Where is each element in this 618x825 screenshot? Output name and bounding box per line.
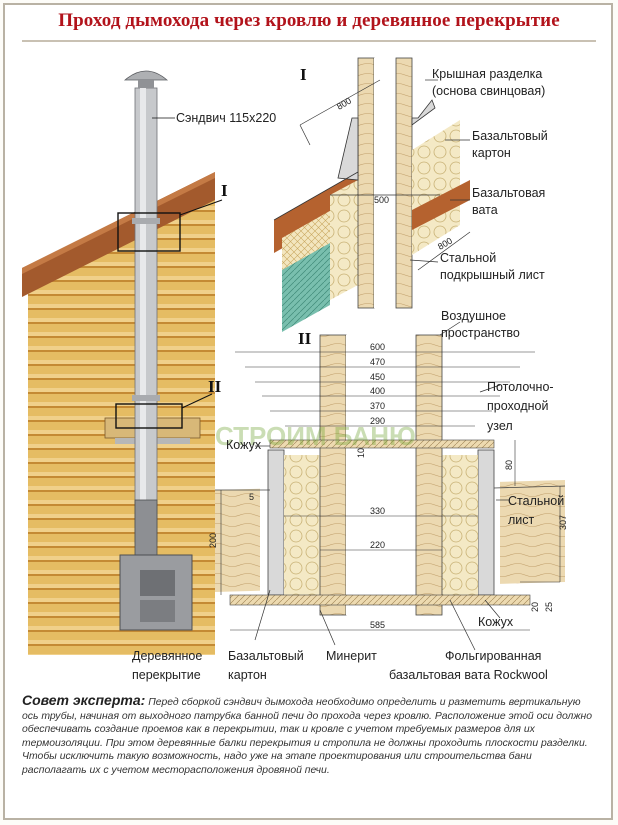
title-underline bbox=[22, 40, 596, 42]
pipe-wall-right-2 bbox=[415, 334, 443, 616]
svg-text:узел: узел bbox=[487, 419, 513, 433]
dim-800-top: 800 bbox=[335, 96, 353, 112]
label-air-gap: Воздушное bbox=[441, 309, 506, 323]
insulation-green bbox=[282, 243, 330, 332]
advice-text: Перед сборкой сэндвич дымохода необходим… bbox=[22, 697, 593, 776]
svg-text:лист: лист bbox=[508, 513, 535, 527]
detail-1-heading: I bbox=[300, 65, 307, 84]
svg-text:подкрышный лист: подкрышный лист bbox=[440, 268, 545, 282]
dim-290: 290 bbox=[370, 416, 385, 426]
svg-text:(основа свинцовая): (основа свинцовая) bbox=[432, 84, 545, 98]
label-steel-roof-sheet: Стальной bbox=[440, 251, 496, 265]
label-foil-wool: Фольгированная bbox=[445, 649, 541, 663]
expert-advice: Совет эксперта: Перед сборкой сэндвич ды… bbox=[22, 692, 596, 778]
dim-25: 25 bbox=[544, 602, 554, 612]
dim-400: 400 bbox=[370, 386, 385, 396]
dim-220: 220 bbox=[370, 540, 385, 550]
dim-500: 500 bbox=[374, 195, 389, 205]
detail-frame-1 bbox=[117, 212, 181, 252]
label-basalt-board: Базальтовый bbox=[472, 129, 548, 143]
detail-2-heading: II bbox=[298, 329, 312, 348]
pipe-wall-right bbox=[395, 57, 413, 309]
label-casing-top: Кожух bbox=[226, 438, 262, 452]
advice-heading: Совет эксперта: bbox=[22, 692, 146, 708]
detail-frame-2 bbox=[115, 403, 183, 429]
minerite-plate bbox=[229, 594, 531, 606]
foil-wool-left bbox=[284, 455, 320, 595]
label-roof-cut: Крышная разделка bbox=[432, 67, 542, 81]
svg-text:картон: картон bbox=[228, 668, 267, 682]
label-basalt-wool: Базальтовая bbox=[472, 186, 545, 200]
label-casing-bottom: Кожух bbox=[478, 615, 514, 629]
svg-text:картон: картон bbox=[472, 146, 511, 160]
pipe-wall-left bbox=[357, 57, 375, 309]
label-ceiling-unit: Потолочно- bbox=[487, 380, 554, 394]
svg-text:проходной: проходной bbox=[487, 399, 548, 413]
svg-text:пространство: пространство bbox=[441, 326, 520, 340]
casing-left bbox=[267, 449, 285, 596]
house-overview bbox=[22, 70, 223, 655]
dim-80: 80 bbox=[504, 460, 514, 470]
dim-200: 200 bbox=[208, 533, 218, 548]
dim-307: 307 bbox=[558, 515, 568, 530]
detail-callout-1: I bbox=[221, 181, 228, 200]
chimney-diagram: I II Сэндвич 115х220 I 800 500 800 Крышн… bbox=[22, 57, 568, 682]
svg-text:базальтовая вата Rockwool: базальтовая вата Rockwool bbox=[389, 668, 548, 682]
label-sandwich: Сэндвич 115х220 bbox=[176, 111, 276, 125]
dim-10: 10 bbox=[356, 448, 366, 458]
casing-right bbox=[477, 449, 495, 596]
page-title: Проход дымохода через кровлю и деревянно… bbox=[58, 10, 560, 31]
steel-plate-top bbox=[269, 439, 495, 449]
label-minerite: Минерит bbox=[326, 649, 377, 663]
label-wood-ceiling: Деревянное bbox=[132, 649, 202, 663]
dim-450: 450 bbox=[370, 372, 385, 382]
label-steel-plate: Стальной bbox=[508, 494, 564, 508]
detail-callout-2: II bbox=[208, 377, 222, 396]
dim-20: 20 bbox=[530, 602, 540, 612]
svg-text:вата: вата bbox=[472, 203, 498, 217]
pipe-wall-left-2 bbox=[319, 334, 347, 616]
dim-370: 370 bbox=[370, 401, 385, 411]
dim-600: 600 bbox=[370, 342, 385, 352]
dim-470: 470 bbox=[370, 357, 385, 367]
dim-330: 330 bbox=[370, 506, 385, 516]
detail-ceiling-pass bbox=[215, 321, 566, 651]
watermark: СТРОИМ БАНЮ bbox=[215, 421, 416, 451]
foil-wool-right bbox=[442, 455, 478, 595]
dim-5: 5 bbox=[249, 492, 254, 502]
detail-roof-pass bbox=[273, 57, 471, 332]
svg-text:перекрытие: перекрытие bbox=[132, 668, 201, 682]
dim-585: 585 bbox=[370, 620, 385, 630]
label-basalt-board-bottom: Базальтовый bbox=[228, 649, 304, 663]
roof-flashing bbox=[337, 117, 359, 181]
chimney-cap bbox=[123, 70, 169, 81]
